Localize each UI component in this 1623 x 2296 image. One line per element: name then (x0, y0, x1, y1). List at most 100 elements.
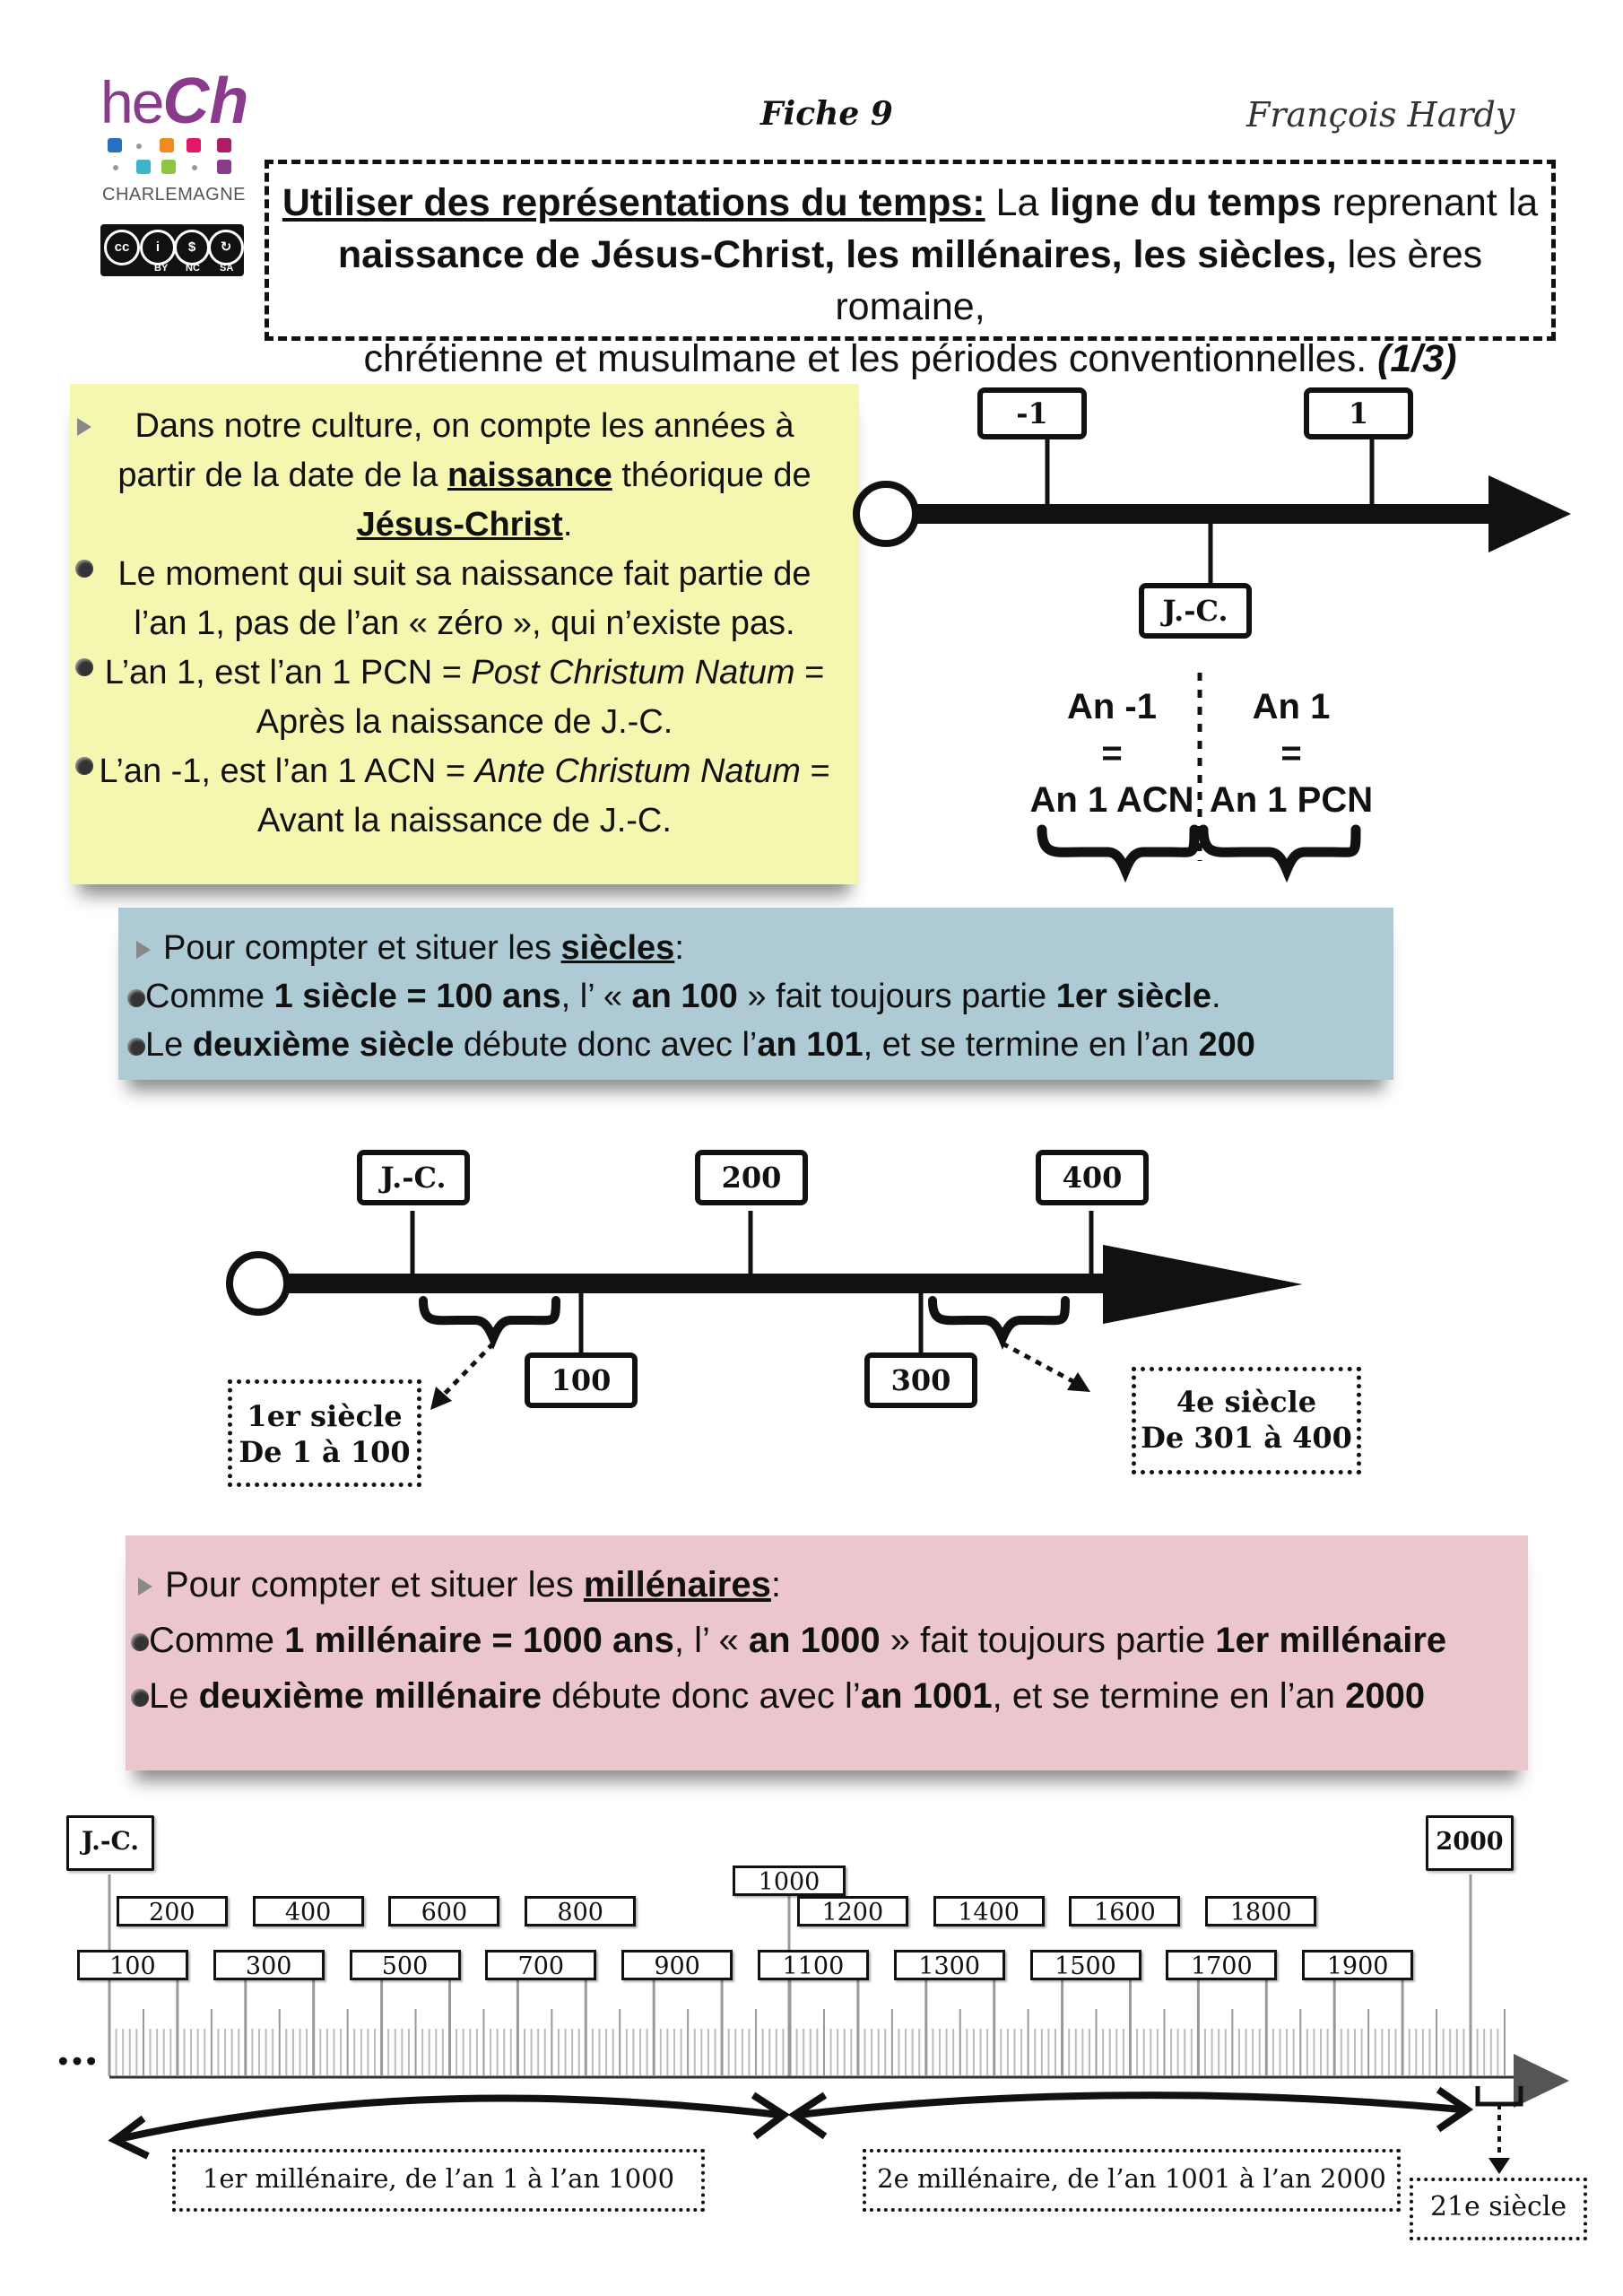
first-century-range: De 1 à 100 (239, 1435, 411, 1469)
century-label-600: 600 (388, 1896, 500, 1926)
triangle-bullet-icon (77, 418, 91, 436)
blue-line-2g: . (1211, 978, 1221, 1015)
yellow-line-8a: L’an -1, est l’an 1 ACN = (99, 752, 475, 790)
yellow-line-6c: = (794, 654, 825, 691)
timeline-centuries (226, 1211, 1302, 1410)
first-century-title: 1er siècle (247, 1399, 403, 1433)
title-part-4: reprenant la (1321, 181, 1539, 224)
label-1000: 1000 (733, 1866, 846, 1896)
blue-line-1c: : (674, 929, 684, 967)
pink-line-1a: Pour compter et situer les (165, 1565, 584, 1605)
label-400: 400 (1036, 1150, 1149, 1205)
century-label-200: 200 (116, 1896, 228, 1926)
fiche-number: Fiche 9 (760, 95, 893, 133)
pink-line-2e: » fait toujours partie (880, 1621, 1216, 1660)
label-jc: J.-C. (357, 1150, 470, 1205)
century-label-1100: 1100 (757, 1950, 869, 1980)
century-label-500: 500 (349, 1950, 461, 1980)
logo-he-text: he (100, 69, 164, 135)
logo-subtitle: CHARLEMAGNE (102, 185, 246, 204)
pink-line-3b: deuxième millénaire (198, 1676, 542, 1716)
pink-line-3d: an 1001 (860, 1676, 993, 1716)
blue-note: Pour compter et situer les siècles: Comm… (118, 908, 1393, 1080)
ellipsis-left: … (56, 2025, 99, 2075)
bullet-icon (75, 757, 93, 775)
yellow-line-8c: = (800, 752, 830, 790)
blue-line-3e: , et se termine en l’an (863, 1026, 1199, 1064)
cc-by-label: BY (154, 263, 169, 274)
century-label-1900: 1900 (1302, 1950, 1414, 1980)
blue-line-2d: an 100 (631, 978, 738, 1015)
pink-line-3e: , et se termine en l’an (992, 1676, 1346, 1716)
yellow-note: Dans notre culture, on compte les années… (70, 384, 859, 884)
second-millennium-label: 2e millénaire, de l’an 1001 à l’an 2000 (877, 2163, 1386, 2194)
an-1-equals: = (1280, 734, 1302, 773)
an-1-block: An 1 = An 1 PCN (1193, 683, 1390, 823)
yellow-line-5: l’an 1, pas de l’an « zéro », qui n’exis… (134, 604, 795, 642)
bullet-icon (131, 1633, 149, 1652)
timeline-birth-of-christ (853, 430, 1571, 883)
second-millennium-box: 2e millénaire, de l’an 1001 à l’an 2000 (863, 2149, 1401, 2212)
title-part-7: chrétienne et musulmane et les périodes … (363, 337, 1378, 380)
yellow-line-2c: théorique de (612, 457, 812, 494)
creative-commons-badge: cc i $ ↻ BY NC SA (100, 224, 244, 276)
an-minus-1-equals: = (1101, 734, 1123, 773)
century-label-400: 400 (252, 1896, 364, 1926)
cc-sa-label: SA (220, 263, 234, 274)
fourth-century-title: 4e siècle (1176, 1385, 1317, 1419)
logo: heCh CHARLEMAGNE cc i $ ↻ BY NC SA (100, 65, 253, 280)
an-minus-1-block: An -1 = An 1 ACN (1004, 683, 1219, 823)
label-100: 100 (525, 1352, 638, 1408)
triangle-bullet-icon (138, 1578, 152, 1596)
yellow-line-9: Avant la naissance de J.-C. (257, 802, 672, 839)
century-label-700: 700 (485, 1950, 597, 1980)
century-label-1600: 1600 (1069, 1896, 1181, 1926)
century-label-100: 100 (76, 1950, 188, 1980)
an-1-acn-label: An 1 ACN (1029, 780, 1194, 820)
bullet-icon (131, 1689, 149, 1708)
yellow-line-8b: Ante Christum Natum (474, 752, 801, 790)
title-part-6: les ères romaine, (835, 233, 1483, 328)
blue-line-3b: deuxième siècle (192, 1026, 455, 1064)
century-label-1400: 1400 (933, 1896, 1045, 1926)
first-millennium-box: 1er millénaire, de l’an 1 à l’an 1000 (172, 2149, 705, 2212)
yellow-line-7: Après la naissance de J.-C. (256, 703, 673, 741)
fourth-century-box: 4e siècle De 301 à 400 (1132, 1367, 1361, 1474)
century-label-1500: 1500 (1029, 1950, 1141, 1980)
twenty-first-century-box: 21e siècle (1410, 2178, 1587, 2240)
title-part-2: La (985, 181, 1050, 224)
label-200: 200 (695, 1150, 808, 1205)
first-millennium-label: 1er millénaire, de l’an 1 à l’an 1000 (202, 2163, 675, 2194)
logo-ch-text: Ch (162, 65, 249, 137)
pink-line-2c: , l’ « (673, 1621, 749, 1660)
yellow-line-1: Dans notre culture, on compte les années… (135, 407, 794, 445)
century-label-1300: 1300 (893, 1950, 1005, 1980)
yellow-line-2b: naissance (447, 457, 612, 494)
label-minus-1: -1 (977, 387, 1087, 439)
an-minus-1-label: An -1 (1067, 687, 1157, 726)
author: François Hardy (1246, 95, 1515, 135)
century-label-800: 800 (525, 1896, 637, 1926)
yellow-line-3b: . (562, 506, 573, 544)
title-part-5: naissance de Jésus-Christ, les millénair… (337, 233, 1337, 276)
bullet-icon (75, 658, 93, 676)
yellow-line-6b: Post Christum Natum (471, 654, 795, 691)
label-jc: J.-C. (1139, 583, 1252, 639)
fourth-century-range: De 301 à 400 (1141, 1421, 1352, 1455)
first-century-box: 1er siècle De 1 à 100 (228, 1379, 421, 1487)
pink-line-1b: millénaires (583, 1565, 771, 1605)
pink-line-2d: an 1000 (748, 1621, 881, 1660)
pink-line-1c: : (770, 1565, 781, 1605)
yellow-line-6a: L’an 1, est l’an 1 PCN = (104, 654, 472, 691)
blue-line-2c: , l’ « (560, 978, 632, 1015)
cc-nc-label: NC (186, 263, 200, 274)
triangle-bullet-icon (136, 940, 151, 959)
pink-note: Pour compter et situer les millénaires: … (126, 1535, 1528, 1770)
blue-line-2b: 1 siècle = 100 ans (273, 978, 561, 1015)
blue-line-3a: Le (145, 1026, 193, 1064)
blue-line-2a: Comme (145, 978, 274, 1015)
blue-line-3c: débute donc avec l’ (454, 1026, 758, 1064)
title-part-3: ligne du temps (1049, 181, 1322, 224)
century-label-1200: 1200 (796, 1896, 908, 1926)
century-label-1700: 1700 (1166, 1950, 1278, 1980)
